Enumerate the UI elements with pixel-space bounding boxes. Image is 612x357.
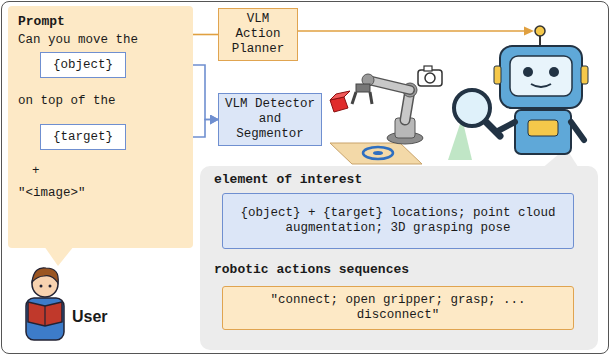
robot-figure	[448, 26, 588, 160]
drawing-part	[44, 306, 45, 326]
drawing-part	[32, 268, 58, 283]
drawing-part	[26, 298, 64, 340]
drawing-part	[535, 26, 545, 36]
drawing-part	[571, 122, 584, 140]
drawing-part	[373, 151, 383, 155]
drawing-part	[500, 46, 582, 108]
element-box: {object} + {target} locations; point clo…	[222, 193, 574, 249]
drawing-part	[454, 90, 490, 126]
node-text: {object} + {target} locations; point clo…	[233, 206, 563, 236]
drawing-part	[330, 91, 350, 100]
drawing-part	[581, 66, 588, 84]
node-text: "connect; open gripper; grasp; ... disco…	[233, 293, 563, 323]
drawing-part	[425, 73, 435, 83]
heading-text: Prompt	[18, 14, 65, 29]
drawing-part	[549, 67, 559, 77]
heading-text: element of interest	[214, 172, 362, 187]
detector-box: VLM Detector and Segmentor	[218, 93, 322, 146]
drawing-part	[418, 70, 442, 86]
output-panel: element of interest robotic actions seque…	[200, 166, 598, 350]
drawing-part	[330, 143, 422, 164]
node-text: on top of the	[18, 94, 116, 109]
user-figure	[26, 268, 64, 340]
drawing-part	[49, 285, 52, 288]
drawing-part	[528, 120, 558, 136]
prompt-tail	[44, 246, 74, 266]
drawing-part	[356, 84, 370, 92]
drawing-part	[523, 67, 533, 77]
drawing-part	[352, 92, 356, 104]
node-text: +	[32, 164, 40, 179]
drawing-part	[510, 56, 572, 96]
drawing-part	[28, 302, 62, 326]
object-slot: {object}	[40, 52, 126, 78]
node-text: {object}	[53, 58, 113, 73]
node-text: Can you move the	[18, 33, 138, 48]
drawing-part	[370, 92, 372, 104]
node-text: VLM Detector and Segmentor	[225, 97, 315, 142]
drawing-part	[531, 84, 551, 87]
planner-output-arrow	[298, 27, 534, 36]
camera-icon	[418, 66, 442, 86]
action-planner-box: VLM Action Planner	[218, 8, 298, 61]
drawing-part	[424, 66, 432, 71]
node-text: "<image>"	[18, 186, 86, 201]
actor-label: User	[72, 308, 108, 326]
prompt-bubble: PromptCan you move the on top of the + "<im…	[8, 6, 193, 248]
drawing-part	[298, 30, 528, 32]
drawing-part	[494, 66, 501, 84]
action-sequence-box: "connect; open gripper; grasp; ... disco…	[222, 286, 574, 330]
connector	[193, 34, 218, 36]
robot-arm-scene	[330, 74, 423, 164]
drawing-part	[40, 285, 43, 288]
drawing-part	[363, 147, 393, 159]
drawing-part	[524, 27, 534, 36]
node-text: {target}	[53, 130, 113, 145]
heading-text: robotic actions sequences	[214, 262, 409, 277]
target-slot: {target}	[40, 124, 126, 150]
node-text: VLM Action Planner	[225, 12, 291, 57]
drawing-part	[515, 110, 571, 154]
